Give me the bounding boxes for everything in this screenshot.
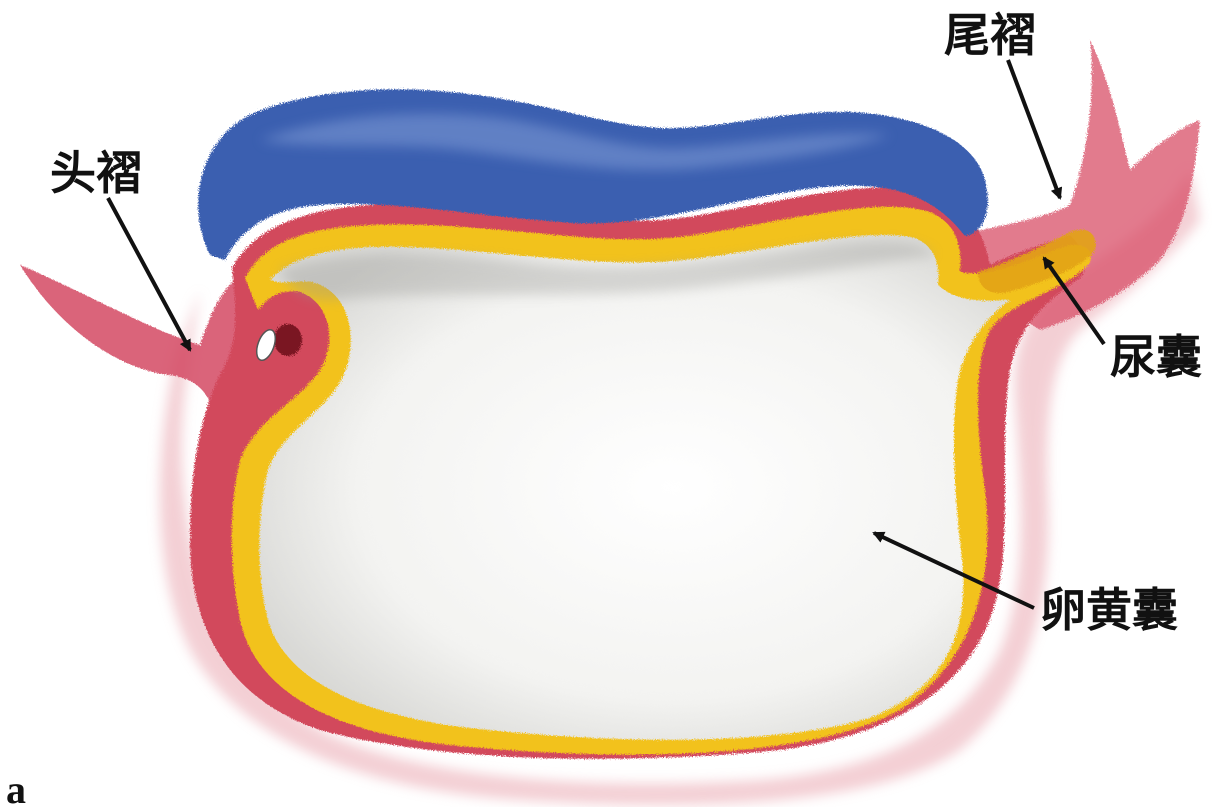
head-fold-label: 头褶 (50, 150, 142, 196)
panel-letter: a (6, 770, 26, 810)
allantois-label: 尿囊 (1110, 334, 1202, 380)
yolk-sac-interior (259, 235, 1010, 740)
yolk-sac-label: 卵黄囊 (1040, 587, 1178, 633)
tail-fold-label: 尾褶 (944, 12, 1036, 58)
tail-fold-arrow (1008, 60, 1060, 198)
embryo-eye-dark (274, 324, 302, 356)
